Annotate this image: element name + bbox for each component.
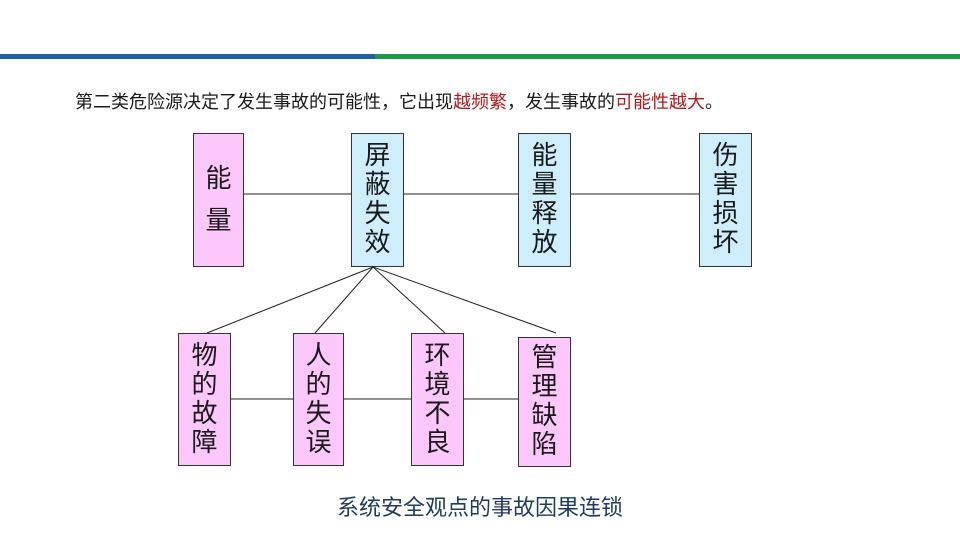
node-material-failure-label: 物的故障 bbox=[191, 340, 218, 458]
node-energy-release: 能量释放 bbox=[518, 133, 571, 267]
node-management-defect: 管理缺陷 bbox=[518, 337, 571, 467]
node-human-error: 人的失误 bbox=[293, 333, 344, 466]
statement-highlight-frequency: 越频繁 bbox=[453, 92, 507, 113]
node-energy: 能量 bbox=[193, 133, 244, 267]
link-shield-management bbox=[372, 266, 557, 334]
node-energy-label: 能量 bbox=[205, 164, 232, 236]
statement-part-2: ，发生事故的 bbox=[507, 92, 615, 113]
statement-part-1: 第二类危险源决定了发生事故的可能性，它出现 bbox=[75, 92, 453, 113]
node-harm-damage-label: 伤害损坏 bbox=[712, 141, 739, 258]
header-bar-green bbox=[375, 54, 960, 59]
node-shield-failure: 屏蔽失效 bbox=[351, 133, 404, 267]
statement-highlight-possibility: 可能性越大 bbox=[615, 92, 705, 113]
node-bad-environment-label: 环境不良 bbox=[424, 340, 451, 458]
node-management-defect-label: 管理缺陷 bbox=[531, 343, 558, 460]
link-shield-material bbox=[206, 266, 374, 334]
diagram-caption: 系统安全观点的事故因果连锁 bbox=[336, 496, 623, 521]
header-bar-blue bbox=[0, 54, 375, 59]
link-shield-environment bbox=[372, 266, 446, 334]
link-shield-human bbox=[314, 266, 374, 334]
statement-part-3: 。 bbox=[705, 92, 723, 113]
node-human-error-label: 人的失误 bbox=[305, 340, 332, 458]
node-energy-release-label: 能量释放 bbox=[531, 141, 558, 258]
node-material-failure: 物的故障 bbox=[178, 333, 231, 466]
node-shield-failure-label: 屏蔽失效 bbox=[364, 141, 391, 258]
statement-text: 第二类危险源决定了发生事故的可能性，它出现越频繁，发生事故的可能性越大。 bbox=[75, 88, 723, 114]
node-bad-environment: 环境不良 bbox=[411, 333, 464, 466]
node-harm-damage: 伤害损坏 bbox=[699, 133, 752, 267]
